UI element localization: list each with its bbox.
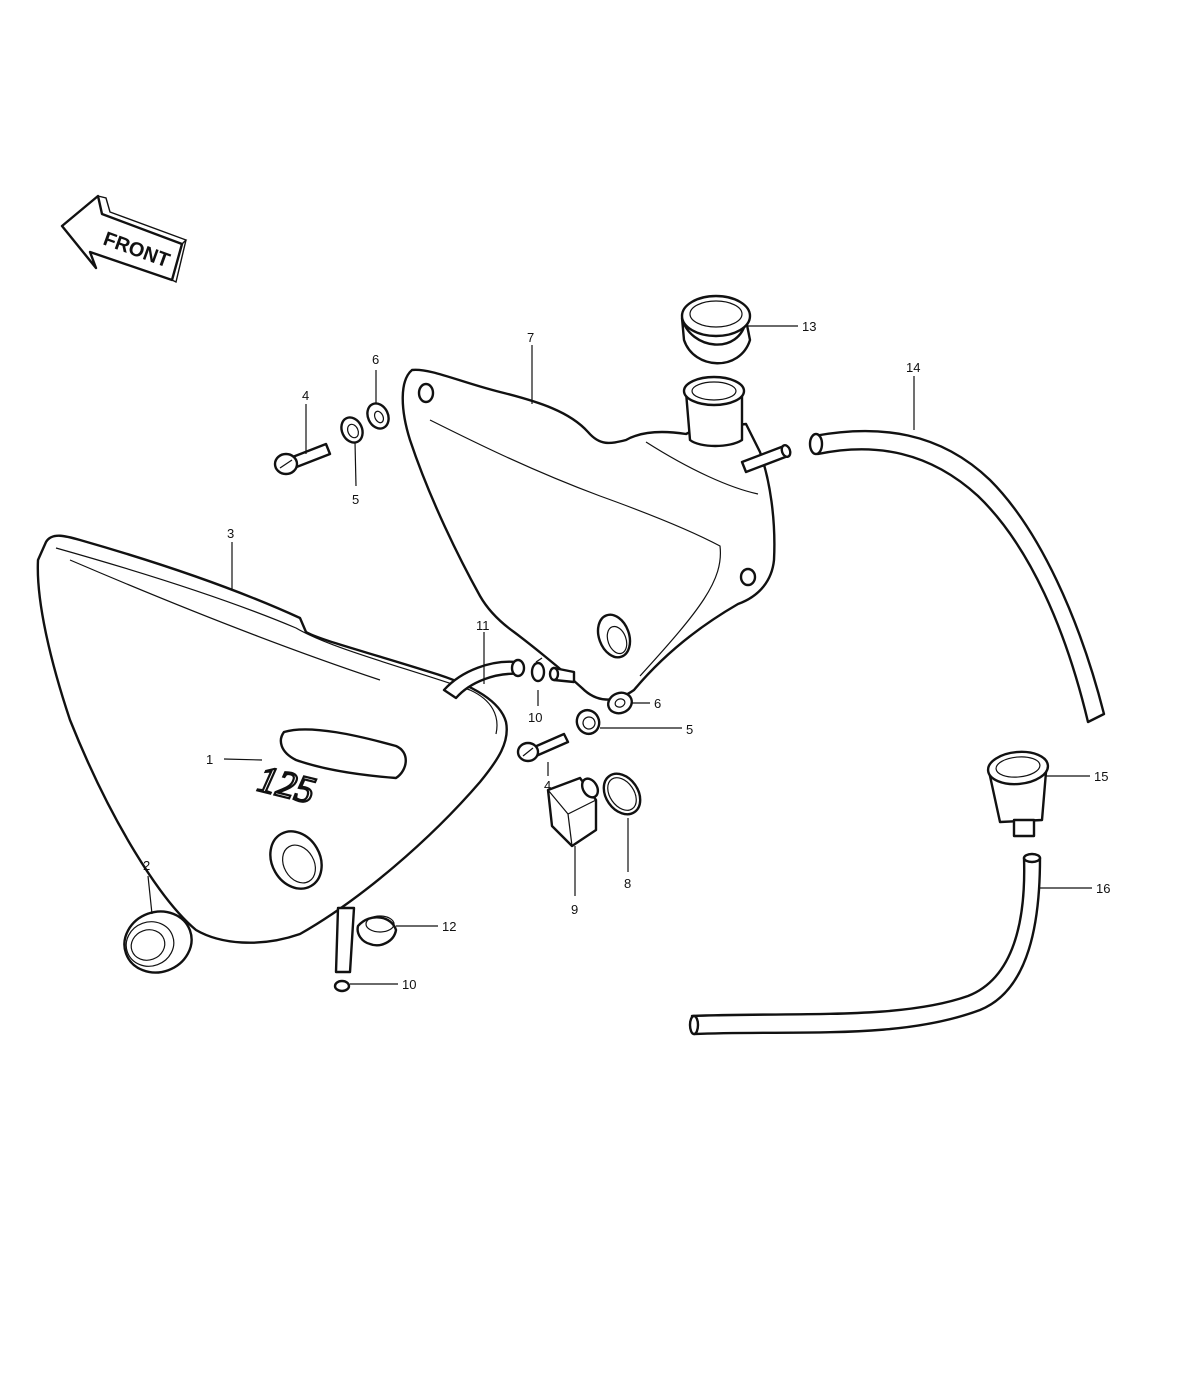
oil-tank-part (401, 368, 776, 701)
side-cover-part (36, 534, 508, 944)
callout-16: 16 (1096, 881, 1110, 896)
callout-14: 14 (906, 360, 920, 375)
callout-4-upper: 4 (302, 388, 309, 403)
breather-nipple-part (740, 443, 792, 474)
o-ring-part (602, 772, 642, 816)
callout-4-lower: 4 (544, 778, 551, 793)
callout-15: 15 (1094, 769, 1108, 784)
bolt-lower-part (516, 732, 570, 763)
washer-upper-part (366, 402, 390, 430)
callout-10-lower: 10 (402, 977, 416, 992)
washer-lower-part (607, 691, 633, 715)
callout-3: 3 (227, 526, 234, 541)
spacer-lower-part (575, 708, 601, 736)
callout-12: 12 (442, 919, 456, 934)
tank-cap-part (680, 294, 752, 365)
breather-hose-part (808, 429, 1106, 724)
clip-upper-part (530, 657, 546, 683)
grommet-part (123, 910, 193, 974)
outlet-nipple-part (548, 666, 576, 684)
callout-5-lower: 5 (686, 722, 693, 737)
hose-fitting-part (986, 750, 1050, 838)
callout-1: 1 (206, 752, 213, 767)
filler-neck-part (682, 375, 746, 448)
callout-6-lower: 6 (654, 696, 661, 711)
front-arrow-icon: FRONT (60, 194, 188, 284)
bolt-upper-part (273, 442, 332, 476)
callout-5-upper: 5 (352, 492, 359, 507)
callout-10-upper: 10 (528, 710, 542, 725)
drain-plug-part (546, 776, 600, 848)
callout-9: 9 (571, 902, 578, 917)
callout-8: 8 (624, 876, 631, 891)
callout-6-upper: 6 (372, 352, 379, 367)
cover-grommet-hole (269, 830, 323, 890)
lower-hose-part (688, 852, 1042, 1036)
clip-lower-part (333, 979, 351, 993)
callout-13: 13 (802, 319, 816, 334)
spacer-upper-part (340, 416, 364, 444)
hose-part (442, 658, 526, 700)
cover-tube-part (334, 906, 356, 974)
leader-lines (147, 325, 1092, 985)
callout-11: 11 (476, 618, 490, 633)
small-grommet-part (356, 915, 398, 947)
callout-7: 7 (527, 330, 534, 345)
callout-2: 2 (143, 858, 150, 873)
